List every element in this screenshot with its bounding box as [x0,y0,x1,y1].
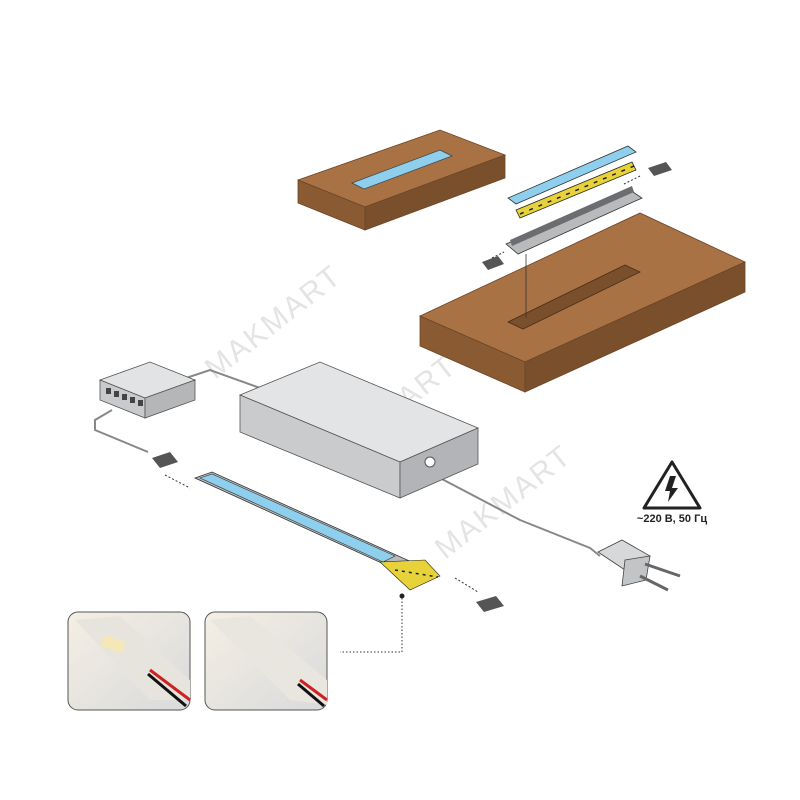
profile-with-strip [193,471,441,591]
power-cable [439,477,601,557]
power-supply [238,361,480,499]
photo-profile-closeup-diffuser [204,611,328,711]
high-voltage-icon [642,460,702,510]
end-cap [482,256,504,270]
exploded-profile [482,145,672,318]
small-wood-panel [296,129,507,231]
connector [152,452,178,468]
diffuser-cover [507,145,637,205]
large-wood-panel [419,212,746,393]
cable [94,409,149,453]
leader-line [340,598,403,653]
photo-profile-closeup-connector [67,611,191,711]
voltage-label: ~220 В, 50 Гц [636,513,708,525]
cable [179,368,261,389]
end-cap [648,162,672,176]
end-cap [476,596,504,612]
junction-box [98,361,197,419]
power-plug [597,539,681,592]
